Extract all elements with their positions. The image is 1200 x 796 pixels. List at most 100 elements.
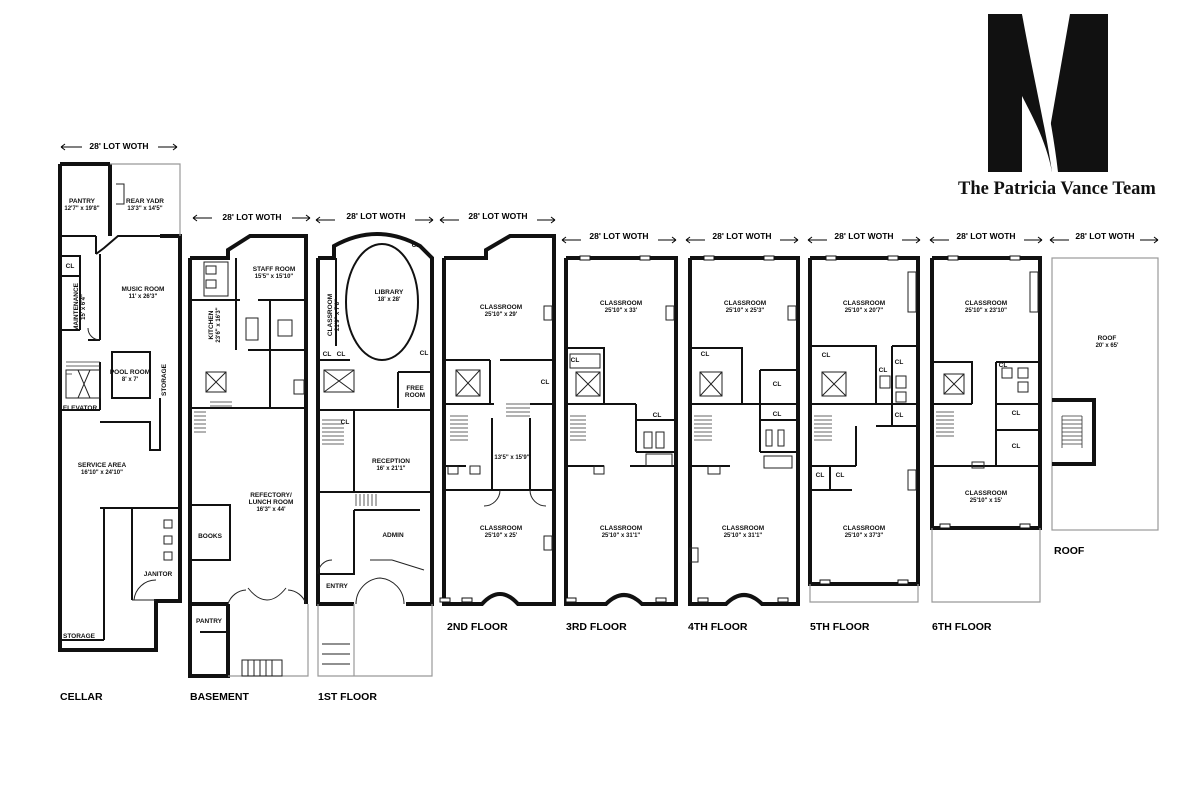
- room-dims: 25'10" x 25': [485, 533, 518, 539]
- lot-width-label: 28' LOT WOTH: [346, 211, 405, 221]
- room-label: CLASSROOM: [965, 490, 1007, 497]
- room-dims: 25'10" x 15': [970, 498, 1003, 504]
- plan-1st-floor: CL LIBRARY 18' x 28' CLASSROOM 21'9" x 7…: [316, 232, 434, 703]
- lot-width-label: 28' LOT WOTH: [712, 231, 771, 241]
- room-dims: 12'7" x 19'8": [64, 206, 99, 212]
- lot-width-label: 28' LOT WOTH: [956, 231, 1015, 241]
- logo-mark: [988, 14, 1108, 172]
- room-label: CL: [1012, 410, 1021, 417]
- room-label: CLASSROOM: [965, 300, 1007, 307]
- room-dims: 18' x 28': [378, 297, 401, 303]
- room-label: CL: [773, 411, 782, 418]
- floor-title: CELLAR: [60, 691, 103, 703]
- room-label: CLASSROOM: [722, 525, 764, 532]
- room-label: BOOKS: [198, 533, 223, 540]
- room-dims: 20' x 65': [1096, 343, 1119, 349]
- windows: [439, 255, 1031, 603]
- lot-width-label: 28' LOT WOTH: [1075, 231, 1134, 241]
- floor-title: 3RD FLOOR: [566, 621, 627, 633]
- lot-width-label: 28' LOT WOTH: [222, 212, 281, 222]
- room-label: STORAGE: [161, 363, 168, 396]
- brand-logo: The Patricia Vance Team: [958, 14, 1156, 199]
- room-label: SERVICE AREA: [78, 462, 127, 469]
- room-label: CL: [653, 412, 662, 419]
- room-label: CL: [701, 351, 710, 358]
- floor-title: 4TH FLOOR: [688, 621, 748, 633]
- plan-6th-floor: CLASSROOM 25'10" x 23'10" CL CL CL CLASS…: [930, 256, 1042, 633]
- room-label: CL: [773, 381, 782, 388]
- plan-basement: STAFF ROOM 15'5" x 15'10" KITCHEN 23'6" …: [188, 234, 309, 703]
- room-dims: 25'10" x 33': [605, 308, 638, 314]
- room-label: CL: [822, 352, 831, 359]
- plan-cellar: PANTRY 12'7" x 19'8" REAR YADR 13'3" x 1…: [58, 162, 182, 703]
- lot-width-3rd: 28' LOT WOTH: [561, 231, 677, 244]
- floor-title: 6TH FLOOR: [932, 621, 992, 633]
- lot-width-6th: 28' LOT WOTH: [929, 231, 1043, 244]
- lot-width-label: 28' LOT WOTH: [89, 141, 148, 151]
- room-label: MUSIC ROOM: [122, 286, 165, 293]
- room-dims: 16'3" x 44': [256, 507, 286, 513]
- room-label: CL: [879, 367, 888, 374]
- room-label: CLASSROOM: [724, 300, 766, 307]
- room-label: KITCHEN: [208, 310, 215, 339]
- room-label: LUNCH ROOM: [249, 499, 294, 506]
- room-label: JANITOR: [144, 571, 173, 578]
- room-dims: 11' x 26'3": [129, 294, 158, 300]
- floor-title: 2ND FLOOR: [447, 621, 508, 633]
- brand-name: The Patricia Vance Team: [958, 179, 1156, 199]
- room-label: CLASSROOM: [843, 525, 885, 532]
- room-dims: 25'10" x 31'1": [724, 533, 763, 539]
- room-label: CL: [999, 362, 1008, 369]
- room-label: PANTRY: [196, 618, 223, 625]
- room-dims: 8' x 7': [122, 377, 139, 383]
- room-dims: 25'10" x 29': [485, 312, 518, 318]
- room-dims: 16'10" x 24'10": [81, 470, 123, 476]
- floor-title: BASEMENT: [190, 691, 250, 703]
- room-label: STORAGE: [63, 633, 96, 640]
- floor-title: 1ST FLOOR: [318, 691, 377, 703]
- room-dims: 25'10" x 31'1": [602, 533, 641, 539]
- room-dims: 21'9" x 7'8": [335, 299, 341, 331]
- floor-title: ROOF: [1054, 545, 1085, 557]
- room-label: CL: [836, 472, 845, 479]
- plan-roof: ROOF 20' x 65' ROOF: [1051, 257, 1159, 557]
- room-label: CL: [420, 350, 429, 357]
- room-label: ENTRY: [326, 583, 348, 590]
- plan-3rd-floor: CLASSROOM 25'10" x 33' CL CL CLASSROOM 2…: [564, 256, 678, 633]
- room-label: CLASSROOM: [600, 300, 642, 307]
- room-label: CL: [341, 419, 350, 426]
- lot-width-labels: 28' LOT WOTH 28' LOT WOTH 28' LOT WOTH 2…: [60, 141, 1159, 244]
- room-label: ROOF: [1098, 335, 1117, 342]
- floor-title: 5TH FLOOR: [810, 621, 870, 633]
- room-label: CL: [571, 357, 580, 364]
- room-label: CLASSROOM: [843, 300, 885, 307]
- room-label: REFECTORY/: [250, 492, 292, 499]
- lot-width-2nd: 28' LOT WOTH: [439, 211, 556, 224]
- room-label: CL: [323, 351, 332, 358]
- room-label: CL: [337, 351, 346, 358]
- room-dims: 13'5" x 15'9": [494, 455, 529, 461]
- lot-width-label: 28' LOT WOTH: [834, 231, 893, 241]
- lot-width-5th: 28' LOT WOTH: [807, 231, 921, 244]
- room-label: CL: [541, 379, 550, 386]
- room-label: PANTRY: [69, 198, 96, 205]
- lot-width-1st: 28' LOT WOTH: [315, 211, 434, 224]
- plan-5th-floor: CLASSROOM 25'10" x 20'7" CL CL CL CL CL …: [808, 256, 920, 633]
- room-label: STAFF ROOM: [253, 266, 296, 273]
- room-dims: 15'5" x 15'10": [255, 274, 294, 280]
- room-label: LIBRARY: [375, 289, 404, 296]
- room-label: REAR YADR: [126, 198, 164, 205]
- room-label: ADMIN: [382, 532, 404, 539]
- room-dims: 25'10" x 20'7": [845, 308, 884, 314]
- room-dims: 15' x 6'4": [81, 294, 87, 320]
- lot-width-basement: 28' LOT WOTH: [192, 212, 311, 222]
- plan-4th-floor: CLASSROOM 25'10" x 25'3" CL CL CL CLASSR…: [688, 256, 800, 633]
- room-label: CLASSROOM: [327, 294, 334, 336]
- lot-width-cellar: 28' LOT WOTH: [60, 141, 178, 151]
- room-label: CL: [1012, 443, 1021, 450]
- plan-2nd-floor: CLASSROOM 25'10" x 29' CL 13'5" x 15'9" …: [442, 234, 556, 633]
- logo-v-stroke: [1022, 14, 1058, 172]
- room-dims: 16' x 21'1": [376, 466, 405, 472]
- room-label: CL: [895, 359, 904, 366]
